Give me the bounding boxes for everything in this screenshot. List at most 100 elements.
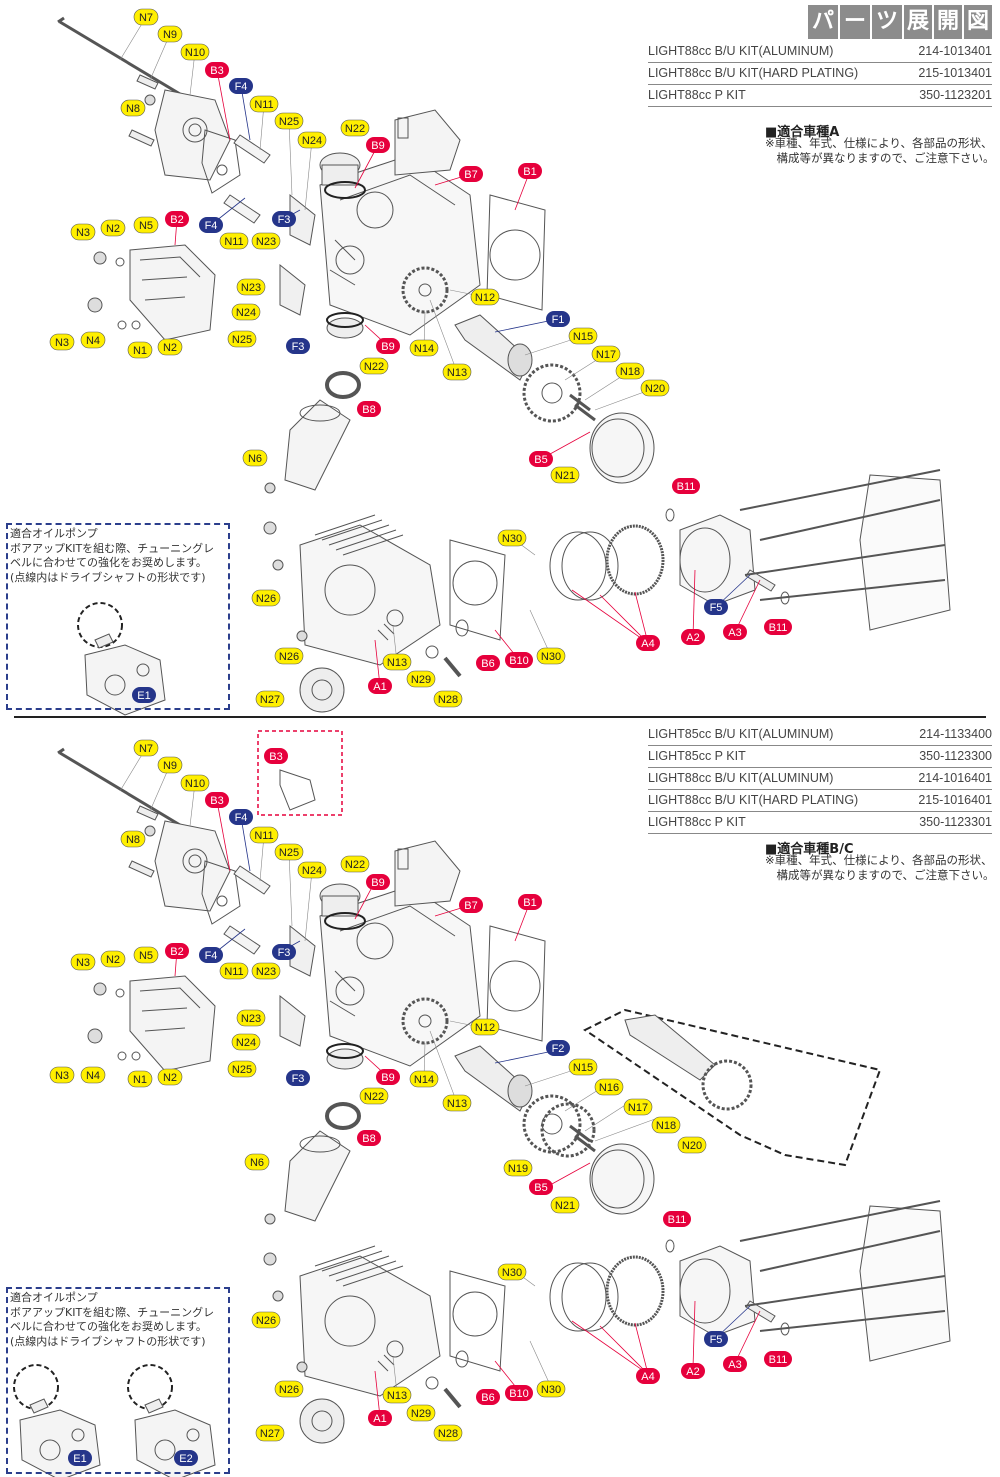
part-label-n30: N30	[497, 1263, 527, 1281]
part-label-n30: N30	[497, 529, 527, 547]
part-label-text: F4	[235, 812, 248, 824]
part-label-n24: N24	[231, 303, 261, 321]
part-label-text: N29	[411, 1408, 431, 1420]
part-label-n8: N8	[120, 99, 146, 117]
part-label-badge	[550, 466, 580, 484]
part-label-text: N7	[139, 743, 153, 755]
part-label-n22: N22	[359, 357, 389, 375]
oil-pump-box-bc	[6, 1287, 230, 1474]
part-label-badge	[120, 830, 146, 848]
part-label-f4: F4	[229, 78, 253, 94]
part-label-n23: N23	[251, 232, 281, 250]
part-label-n14: N14	[409, 1070, 439, 1088]
part-label-badge	[497, 1263, 527, 1281]
part-label-badge	[80, 331, 106, 349]
part-label-a4: A4	[636, 635, 660, 651]
part-label-b9: B9	[366, 137, 390, 153]
part-label-text: N25	[279, 847, 299, 859]
kit-row: LIGHT88cc B/U KIT(HARD PLATING) 215-1013…	[648, 63, 992, 85]
part-label-n2: N2	[157, 338, 183, 356]
part-label-text: N6	[248, 453, 262, 465]
part-label-text: B3	[269, 751, 282, 763]
part-label-b3: B3	[264, 748, 288, 764]
part-label-a3: A3	[723, 1356, 747, 1372]
part-label-n15: N15	[568, 1058, 598, 1076]
part-label-text: N14	[414, 343, 434, 355]
part-label-badge	[174, 1450, 198, 1466]
part-label-n27: N27	[255, 690, 285, 708]
part-label-badge	[297, 131, 327, 149]
part-label-text: N5	[139, 220, 153, 232]
part-label-text: N23	[241, 1013, 261, 1025]
part-label-badge	[133, 946, 159, 964]
part-label-badge	[723, 1356, 747, 1372]
part-label-badge	[681, 1363, 705, 1379]
kit-row: LIGHT88cc B/U KIT(ALUMINUM) 214-1013401	[648, 41, 992, 63]
part-label-b7: B7	[459, 166, 483, 182]
part-label-n16: N16	[594, 1078, 624, 1096]
part-label-badge	[229, 809, 253, 825]
part-label-b8: B8	[357, 401, 381, 417]
part-label-text: B6	[481, 1392, 494, 1404]
part-label-text: F3	[278, 947, 291, 959]
part-label-badge	[100, 950, 126, 968]
part-label-text: N18	[656, 1120, 676, 1132]
part-label-badge	[723, 624, 747, 640]
part-label-text: E1	[137, 690, 150, 702]
kit-part-number: 214-1133400	[919, 727, 992, 741]
part-label-badge	[219, 962, 249, 980]
part-label-badge	[133, 739, 159, 757]
part-label-badge	[227, 1060, 257, 1078]
part-label-text: N10	[185, 778, 205, 790]
kit-name: LIGHT88cc B/U KIT(HARD PLATING)	[648, 793, 859, 807]
part-label-badge	[180, 43, 210, 61]
part-label-b11: B11	[764, 619, 792, 635]
part-label-badge	[357, 1130, 381, 1146]
part-label-n23: N23	[236, 1009, 266, 1027]
part-label-text: N10	[185, 47, 205, 59]
part-label-text: N29	[411, 674, 431, 686]
part-label-badge	[359, 1087, 389, 1105]
part-label-n3: N3	[49, 333, 75, 351]
part-label-n18: N18	[651, 1116, 681, 1134]
part-label-text: B3	[210, 65, 223, 77]
part-label-n24: N24	[297, 861, 327, 879]
part-label-badge	[236, 278, 266, 296]
part-label-badge	[503, 1159, 533, 1177]
part-label-badge	[497, 529, 527, 547]
part-label-text: B1	[523, 897, 536, 909]
part-label-badge	[165, 943, 189, 959]
title-char: 展	[904, 5, 932, 39]
part-label-f3: F3	[272, 944, 296, 960]
part-label-badge	[157, 756, 183, 774]
part-label-text: A4	[641, 638, 654, 650]
part-label-text: B10	[509, 655, 529, 667]
part-label-f3: F3	[286, 338, 310, 354]
part-label-text: N26	[256, 1315, 276, 1327]
part-label-badge	[127, 341, 153, 359]
part-label-b9: B9	[376, 1069, 400, 1085]
part-label-badge	[180, 774, 210, 792]
part-label-badge	[368, 1410, 392, 1426]
part-label-text: B10	[509, 1388, 529, 1400]
part-label-text: N22	[345, 859, 365, 871]
part-label-b11: B11	[663, 1211, 691, 1227]
part-label-text: B11	[677, 481, 696, 493]
part-label-n28: N28	[433, 690, 463, 708]
part-label-n11: N11	[219, 232, 249, 250]
part-label-text: N24	[236, 307, 256, 319]
part-label-badge	[357, 401, 381, 417]
part-label-text: N27	[260, 694, 280, 706]
part-label-text: N11	[224, 236, 243, 248]
part-label-n25: N25	[274, 843, 304, 861]
part-label-text: B11	[769, 622, 788, 634]
part-label-badge	[615, 362, 645, 380]
part-label-n19: N19	[503, 1159, 533, 1177]
part-label-text: A2	[686, 632, 699, 644]
part-label-text: N1	[133, 1074, 147, 1086]
part-label-badge	[406, 1404, 436, 1422]
kit-name: LIGHT88cc B/U KIT(ALUMINUM)	[648, 44, 834, 58]
part-label-text: N7	[139, 12, 153, 24]
part-label-badge	[227, 330, 257, 348]
